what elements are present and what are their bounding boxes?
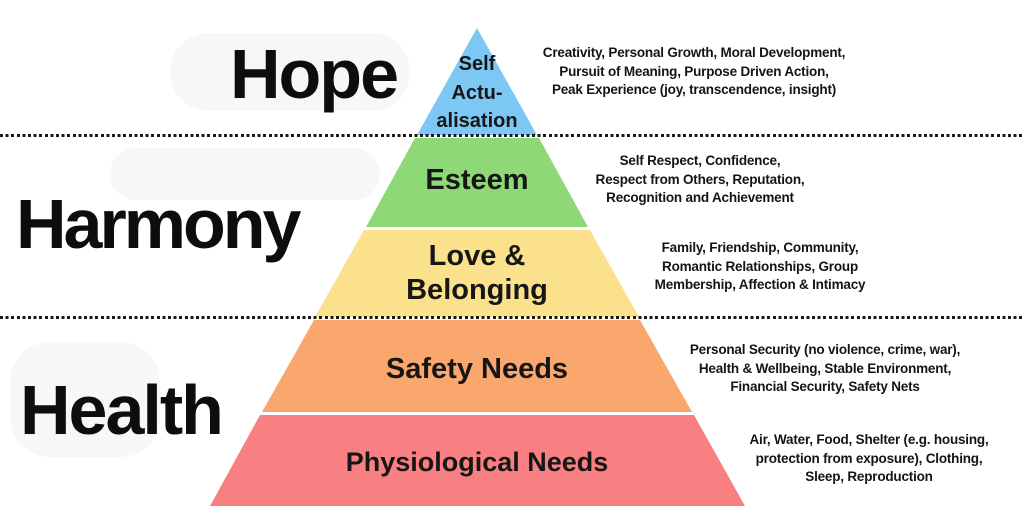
level-self-actualisation-shape xyxy=(417,28,537,135)
group-label-harmony: Harmony xyxy=(16,185,301,263)
level-label-esteem: Esteem xyxy=(425,164,529,196)
group-label-health: Health xyxy=(20,371,224,449)
level-safety-needs-shape xyxy=(262,320,692,412)
level-label-self-actualisation: Self Actu- alisation xyxy=(436,53,518,132)
level-physiological-needs-shape xyxy=(210,415,745,506)
description-self-actualisation: Creativity, Personal Growth, Moral Devel… xyxy=(542,45,846,97)
level-love-belonging-shape xyxy=(315,230,639,317)
highlight-blob-hope xyxy=(170,33,410,111)
level-label-love-belonging: Love & Belonging xyxy=(406,240,548,306)
description-esteem: Self Respect, Confidence, Respect from O… xyxy=(595,153,805,205)
description-physiological-needs: Air, Water, Food, Shelter (e.g. housing,… xyxy=(749,432,989,484)
highlight-blob-health xyxy=(10,342,160,457)
dotted-separator-bottom xyxy=(0,316,1024,319)
description-love-belonging: Family, Friendship, Community, Romantic … xyxy=(654,240,866,292)
level-label-physiological-needs: Physiological Needs xyxy=(345,447,609,477)
level-esteem-shape xyxy=(366,138,588,227)
description-safety-needs: Personal Security (no violence, crime, w… xyxy=(689,342,961,394)
highlight-blob-harmony xyxy=(110,148,380,200)
dotted-separator-top xyxy=(0,134,1024,137)
level-label-safety-needs: Safety Needs xyxy=(385,353,569,385)
group-label-hope: Hope xyxy=(230,35,399,113)
